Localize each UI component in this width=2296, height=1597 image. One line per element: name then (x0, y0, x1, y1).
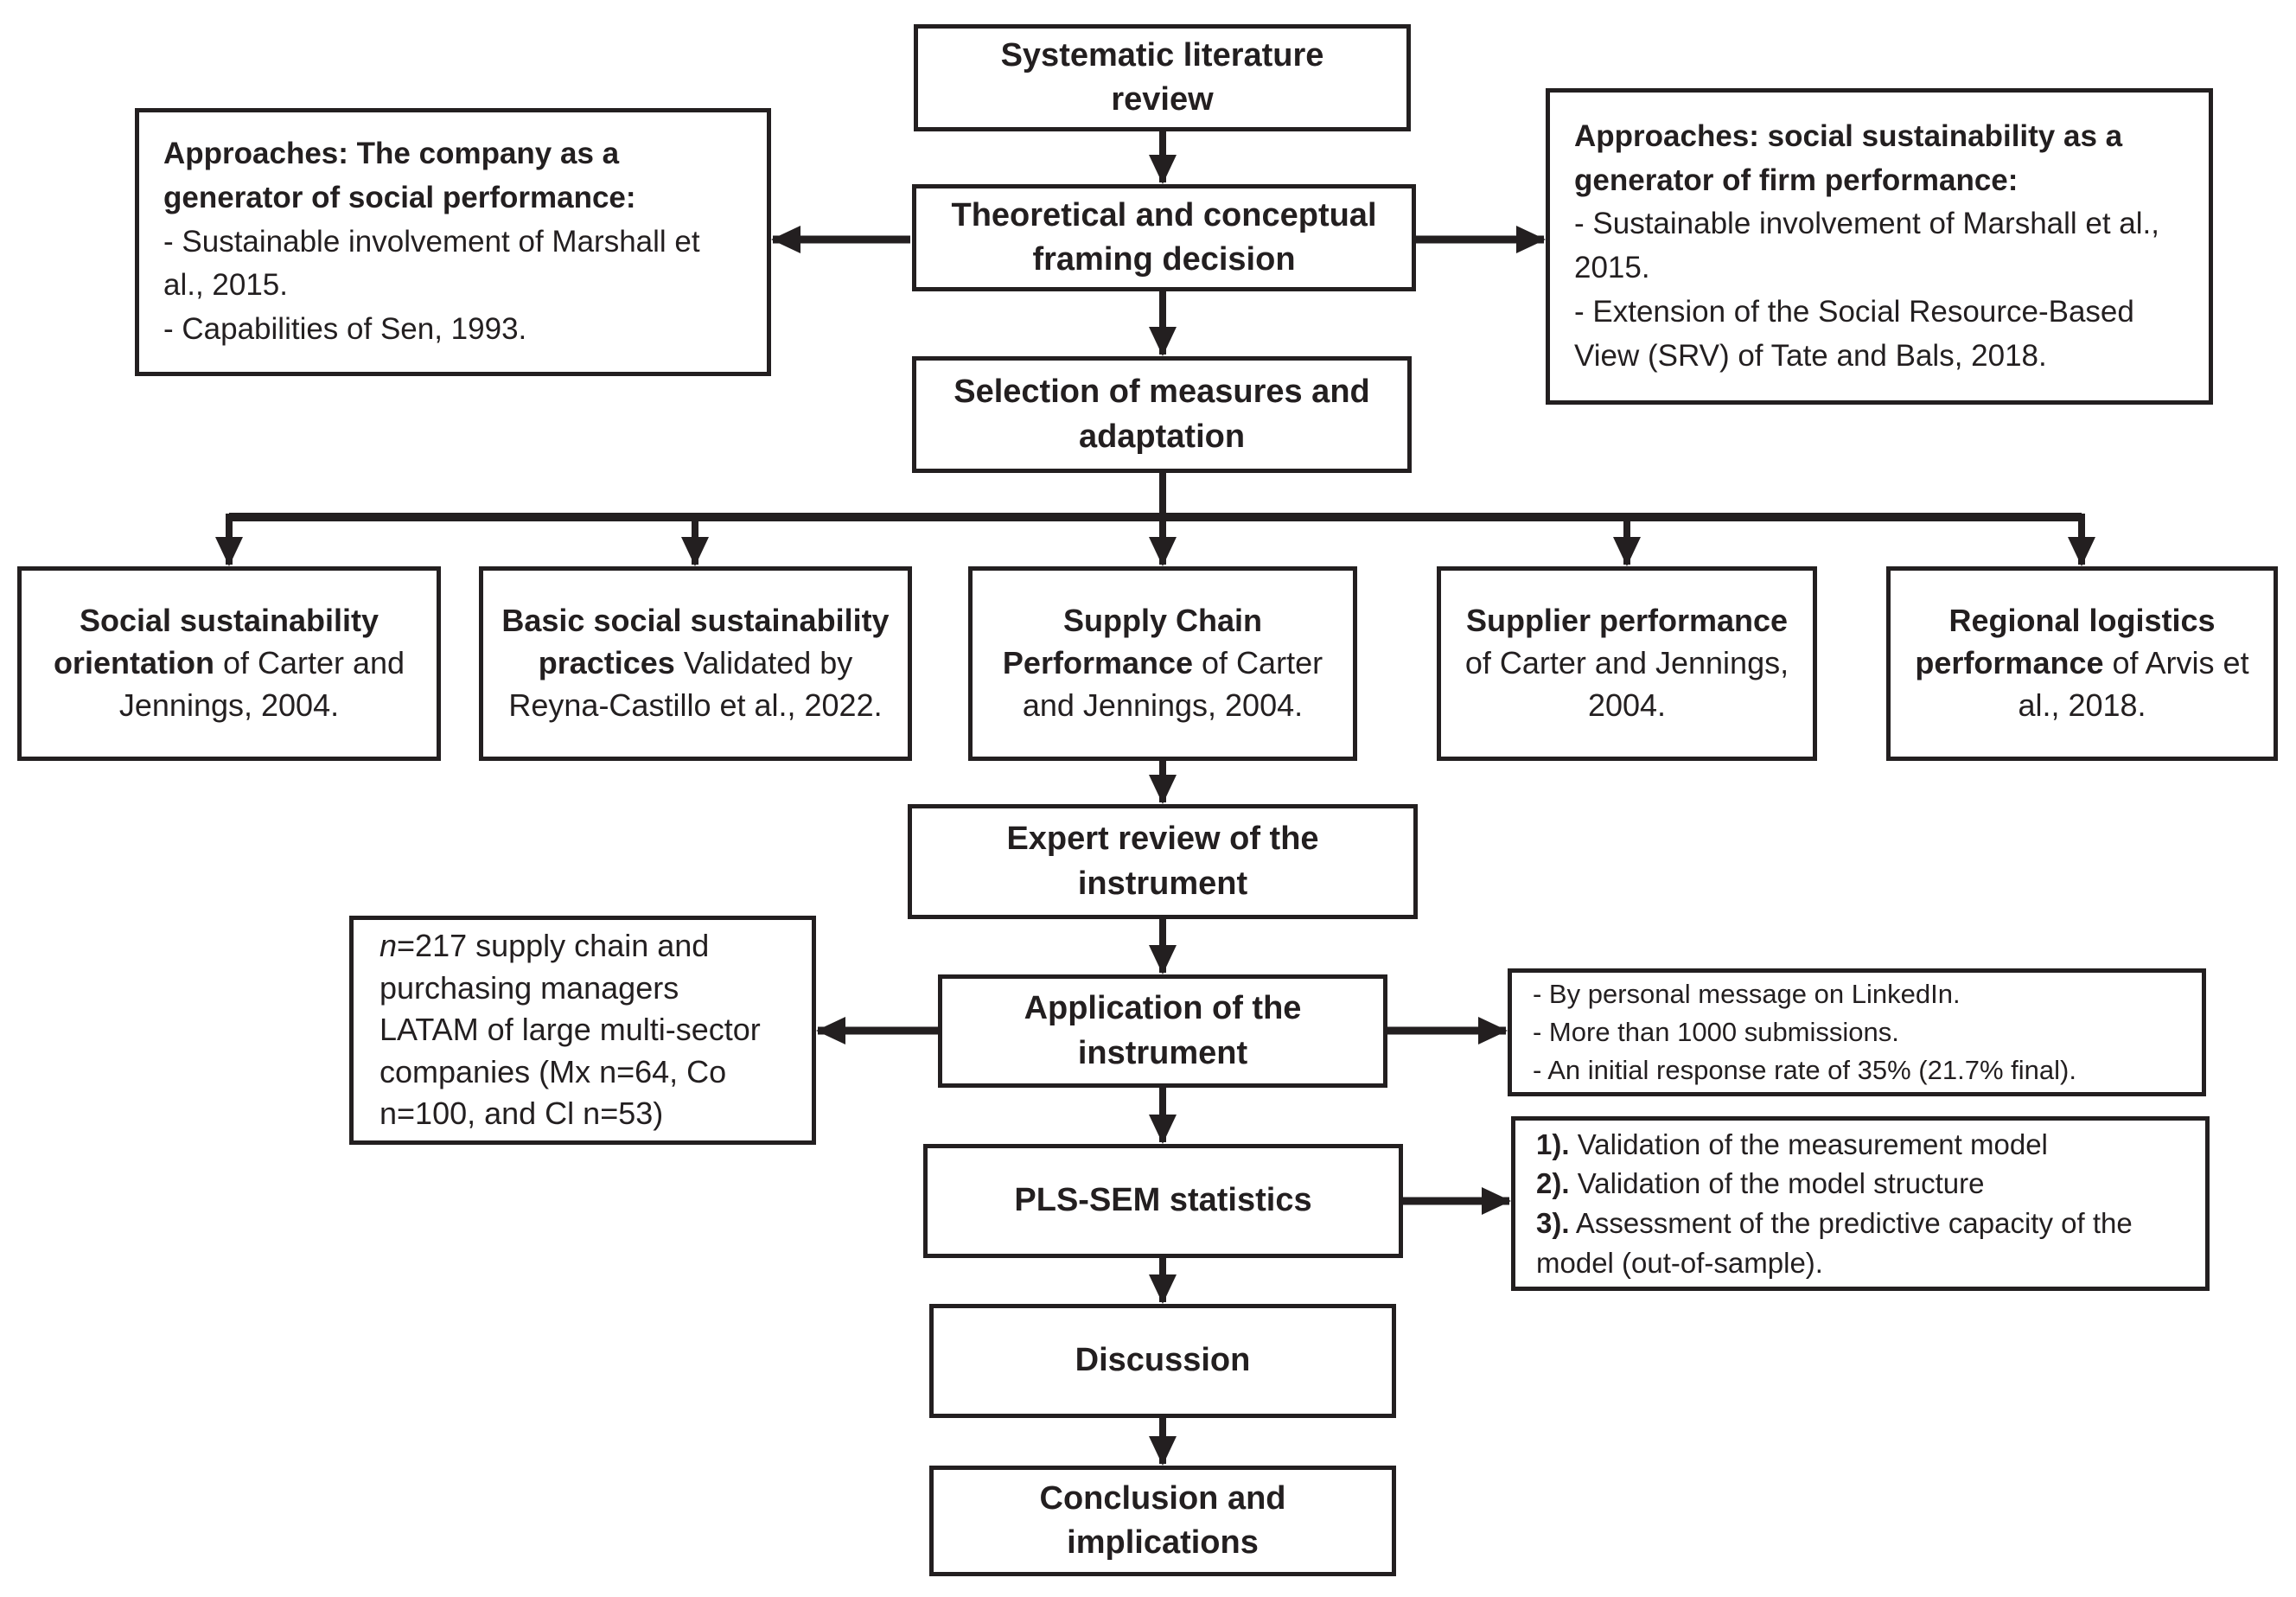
application-of-instrument-label: Application of the instrument (1024, 990, 1302, 1071)
box-application-of-instrument: Application of the instrument (938, 974, 1387, 1088)
pls-step-item: 3). Assessment of the predictive capacit… (1536, 1207, 2133, 1279)
approaches-right-item: - Extension of the Social Resource-Based… (1574, 294, 2134, 373)
box-measure-basic-social-sustainability-practices: Basic social sustainability practices Va… (479, 566, 912, 761)
box-systematic-literature-review: Systematic literature review (914, 24, 1411, 131)
box-theoretical-framing: Theoretical and conceptual framing decis… (912, 184, 1416, 291)
box-sample-description: n=217 supply chain and purchasing manage… (349, 916, 816, 1145)
theoretical-framing-label: Theoretical and conceptual framing decis… (951, 196, 1377, 278)
selection-of-measures-label: Selection of measures and adaptation (953, 374, 1370, 455)
application-note-item: - By personal message on LinkedIn. (1533, 978, 1961, 1009)
expert-review-label: Expert review of the instrument (1006, 821, 1319, 902)
box-discussion: Discussion (929, 1304, 1396, 1418)
measure-label: Supply Chain Performance of Carter and J… (1002, 603, 1323, 723)
measure-label: Regional logistics performance of Arvis … (1915, 603, 2249, 723)
discussion-label: Discussion (1075, 1342, 1251, 1379)
application-note-item: - More than 1000 submissions. (1533, 1017, 1899, 1047)
box-application-notes: - By personal message on LinkedIn. - Mor… (1508, 968, 2206, 1096)
pls-step-item: 2). Validation of the model structure (1536, 1167, 1985, 1200)
box-selection-of-measures: Selection of measures and adaptation (912, 356, 1412, 473)
box-measure-regional-logistics-performance: Regional logistics performance of Arvis … (1886, 566, 2278, 761)
approaches-left-heading: Approaches: The company as a generator o… (163, 137, 636, 214)
approaches-right-item: - Sustainable involvement of Marshall et… (1574, 207, 2159, 284)
box-measure-supply-chain-performance: Supply Chain Performance of Carter and J… (968, 566, 1357, 761)
pls-sem-statistics-label: PLS-SEM statistics (1014, 1182, 1312, 1219)
systematic-literature-review-label: Systematic literature review (1000, 36, 1324, 118)
approaches-left-item: - Sustainable involvement of Marshall et… (163, 224, 700, 303)
box-pls-sem-statistics: PLS-SEM statistics (923, 1144, 1403, 1258)
box-approaches-company-social-performance: Approaches: The company as a generator o… (135, 108, 771, 376)
box-measure-supplier-performance: Supplier performance of Carter and Jenni… (1437, 566, 1817, 761)
approaches-right-heading: Approaches: social sustainability as a g… (1574, 118, 2123, 197)
conclusion-implications-label: Conclusion and implications (1039, 1479, 1286, 1561)
box-pls-analysis-steps: 1). Validation of the measurement model … (1511, 1116, 2210, 1291)
measure-label: Social sustainability orientation of Car… (53, 603, 405, 723)
approaches-left-item: - Capabilities of Sen, 1993. (163, 312, 527, 347)
measure-label: Basic social sustainability practices Va… (501, 603, 890, 723)
measure-label: Supplier performance of Carter and Jenni… (1464, 603, 1789, 723)
box-measure-social-sustainability-orientation: Social sustainability orientation of Car… (17, 566, 441, 761)
box-expert-review: Expert review of the instrument (908, 804, 1418, 919)
box-approaches-social-sustainability-firm-performance: Approaches: social sustainability as a g… (1546, 88, 2213, 405)
box-conclusion-implications: Conclusion and implications (929, 1466, 1396, 1576)
sample-description-text: n=217 supply chain and purchasing manage… (379, 928, 761, 1132)
application-note-item: - An initial response rate of 35% (21.7%… (1533, 1055, 2076, 1086)
pls-step-item: 1). Validation of the measurement model (1536, 1127, 2048, 1160)
